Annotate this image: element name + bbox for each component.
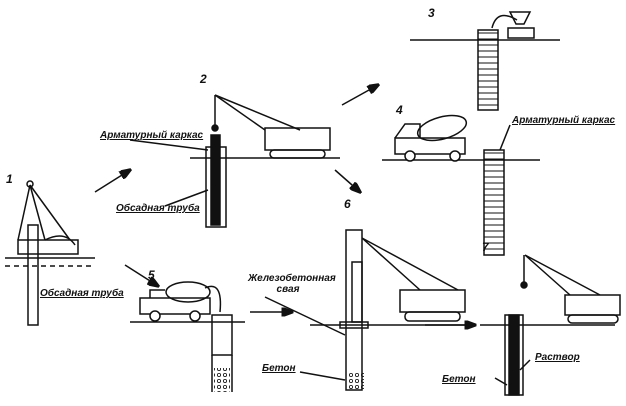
step-6-pile-install bbox=[264, 229, 470, 391]
step-number-5: 5 bbox=[148, 268, 155, 282]
label-grout-7: Раствор bbox=[535, 352, 580, 363]
step-4-truck-cage bbox=[382, 114, 540, 256]
label-rebar-cage-4: Арматурный каркас bbox=[512, 115, 616, 126]
label-concrete-7: Бетон bbox=[442, 374, 476, 385]
step-7-grouting bbox=[480, 254, 621, 396]
arrow-1-to-5 bbox=[124, 264, 158, 286]
step-5-concreting bbox=[130, 281, 245, 392]
arrow-2-to-4 bbox=[334, 169, 360, 192]
step-number-7: 7 bbox=[482, 240, 489, 254]
label-rebar-cage-2: Арматурный каркас bbox=[100, 130, 204, 141]
step-1-drilling-rig bbox=[5, 180, 95, 326]
label-concrete-5-6: Бетон bbox=[262, 363, 296, 374]
label-casing-pipe-2: Обсадная труба bbox=[116, 203, 200, 214]
step-number-6: 6 bbox=[344, 197, 351, 211]
step-number-2: 2 bbox=[200, 72, 207, 86]
step-2-crane-cage bbox=[129, 94, 340, 228]
label-casing-pipe-1: Обсадная труба bbox=[40, 288, 124, 299]
step-3-cage-installed bbox=[410, 11, 560, 111]
step-number-3: 3 bbox=[428, 6, 435, 20]
step-number-1: 1 bbox=[6, 172, 13, 186]
step-number-4: 4 bbox=[396, 103, 403, 117]
label-reinforced-concrete-pile: Железобетонная свая bbox=[248, 273, 336, 295]
arrow-2-to-3 bbox=[341, 85, 378, 106]
arrow-1-to-2 bbox=[94, 170, 130, 193]
